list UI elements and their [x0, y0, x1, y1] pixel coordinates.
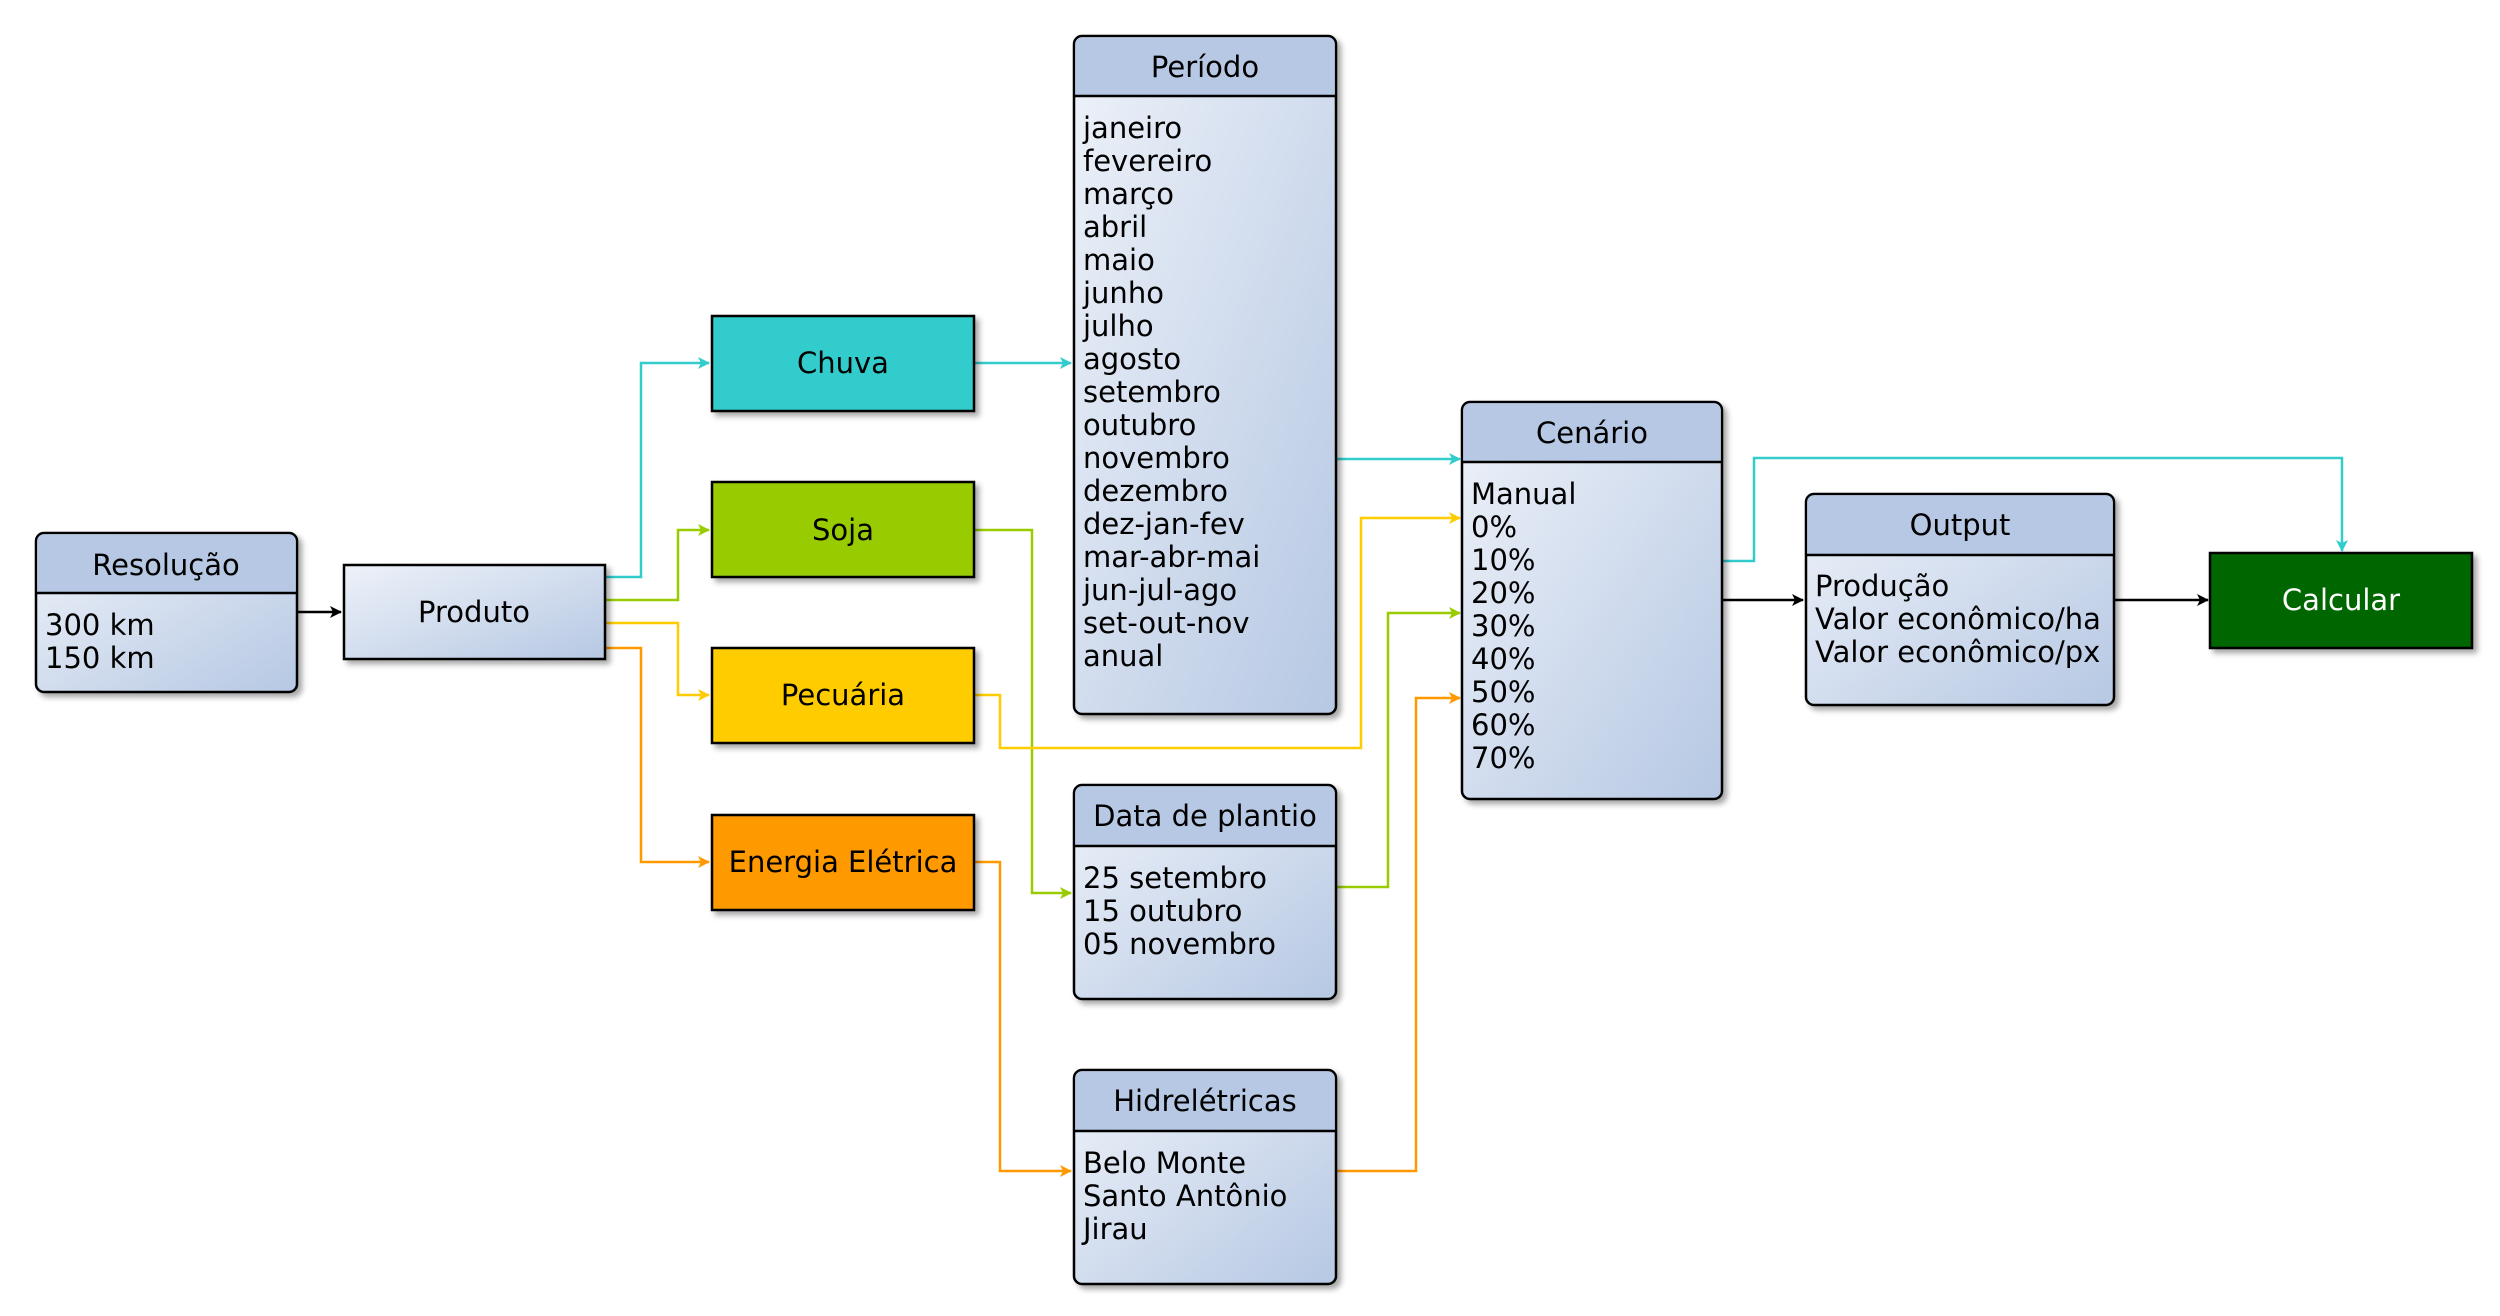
energia-eletrica-label: Energia Elétrica [729, 845, 958, 879]
edge-produto-energia [605, 646, 710, 868]
edge-soja-plantio [974, 528, 1072, 899]
cenario-option[interactable]: 20% [1471, 576, 1535, 610]
periodo-option[interactable]: dezembro [1083, 474, 1228, 508]
produto-node [342, 563, 607, 661]
edge-hidreletricas-cenario [1336, 692, 1461, 1173]
chuva-label: Chuva [797, 346, 889, 380]
resolucao-option[interactable]: 300 km [45, 608, 155, 642]
edge-produto-pecuaria [605, 621, 710, 701]
cenario-option[interactable]: 0% [1471, 510, 1517, 544]
edge-energia-hidreletricas [974, 860, 1072, 1177]
periodo-option[interactable]: março [1083, 177, 1174, 211]
data-plantio-node [1072, 783, 1338, 1001]
periodo-option[interactable]: dez-jan-fev [1083, 507, 1245, 541]
periodo-option[interactable]: novembro [1083, 441, 1230, 475]
periodo-option[interactable]: anual [1083, 639, 1163, 673]
hidreletricas-option[interactable]: Belo Monte [1083, 1146, 1246, 1180]
pecuaria-label: Pecuária [781, 678, 905, 712]
cenario-option[interactable]: 30% [1471, 609, 1535, 643]
chuva-button[interactable] [710, 314, 976, 413]
output-node [1804, 492, 2116, 707]
energia-eletrica-button[interactable] [710, 813, 976, 912]
periodo-option[interactable]: maio [1083, 243, 1155, 277]
data-plantio-option[interactable]: 15 outubro [1083, 894, 1242, 928]
periodo-option[interactable]: setembro [1083, 375, 1221, 409]
soja-button[interactable] [710, 480, 976, 579]
cenario-option[interactable]: 70% [1471, 741, 1535, 775]
resolucao-option[interactable]: 150 km [45, 641, 155, 675]
periodo-option[interactable]: jun-jul-ago [1082, 573, 1237, 607]
cenario-node [1460, 400, 1724, 801]
periodo-option[interactable]: junho [1082, 276, 1164, 310]
periodo-option[interactable]: fevereiro [1083, 144, 1212, 178]
hidreletricas-node [1072, 1068, 1338, 1286]
hidreletricas-option[interactable]: Jirau [1081, 1212, 1148, 1246]
data-plantio-option[interactable]: 05 novembro [1083, 927, 1276, 961]
calcular-label: Calcular [2282, 583, 2400, 617]
cenario-title: Cenário [1536, 416, 1648, 450]
connectors [297, 357, 2348, 1177]
output-option[interactable]: Valor econômico/ha [1815, 602, 2101, 636]
produto-label: Produto [418, 595, 530, 629]
output-option[interactable]: Produção [1815, 569, 1949, 603]
periodo-node [1072, 34, 1338, 716]
hidreletricas-title: Hidrelétricas [1113, 1084, 1296, 1118]
periodo-option[interactable]: outubro [1083, 408, 1196, 442]
edge-plantio-cenario [1336, 607, 1461, 889]
soja-label: Soja [812, 513, 874, 547]
periodo-title: Período [1151, 50, 1259, 84]
cenario-option[interactable]: 50% [1471, 675, 1535, 709]
edge-cenario-calcular [1722, 456, 2348, 563]
edge-pecuaria-cenario [974, 512, 1461, 750]
periodo-option[interactable]: set-out-nov [1083, 606, 1250, 640]
periodo-list: janeiro fevereiro março abril maio junho… [1082, 111, 1260, 673]
cenario-option[interactable]: 40% [1471, 642, 1535, 676]
cenario-option[interactable]: Manual [1471, 477, 1576, 511]
calcular-button[interactable] [2208, 551, 2474, 650]
pecuaria-button[interactable] [710, 646, 976, 745]
edge-produto-soja [605, 524, 710, 602]
hidreletricas-option[interactable]: Santo Antônio [1083, 1179, 1287, 1213]
periodo-option[interactable]: abril [1083, 210, 1147, 244]
output-option[interactable]: Valor econômico/px [1815, 635, 2100, 669]
cenario-list: Manual 0% 10% 20% 30% 40% 50% 60% 70% [1471, 477, 1576, 775]
cenario-option[interactable]: 10% [1471, 543, 1535, 577]
resolucao-title: Resolução [92, 548, 239, 582]
data-plantio-option[interactable]: 25 setembro [1083, 861, 1267, 895]
output-title: Output [1910, 508, 2011, 542]
resolucao-node [34, 531, 299, 694]
data-plantio-title: Data de plantio [1093, 799, 1317, 833]
periodo-option[interactable]: janeiro [1082, 111, 1182, 145]
periodo-option[interactable]: julho [1082, 309, 1154, 343]
cenario-option[interactable]: 60% [1471, 708, 1535, 742]
periodo-option[interactable]: mar-abr-mai [1083, 540, 1260, 574]
edge-produto-chuva [605, 357, 710, 579]
periodo-option[interactable]: agosto [1083, 342, 1181, 376]
